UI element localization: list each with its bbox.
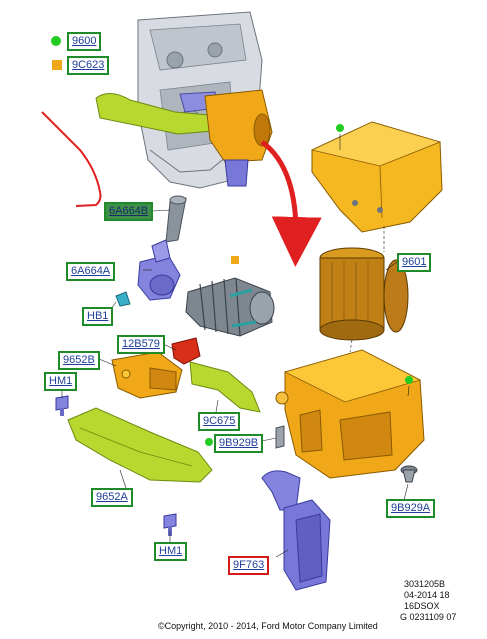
annotation-red-arrow: [260, 139, 322, 267]
leader-lines: [61, 134, 410, 558]
annotation-red-mark: [41, 111, 102, 207]
legend-code-9600[interactable]: 9600: [67, 32, 102, 51]
footer-copyright: ©Copyright, 2010 - 2014, Ford Motor Comp…: [158, 621, 378, 631]
footer-code: G 0231109 07: [400, 612, 457, 622]
part-9B929B: [275, 425, 285, 449]
part-9F763: [261, 470, 331, 591]
air-cleaner-lower-housing: [275, 349, 425, 479]
footer-id: 3031205B: [404, 579, 446, 589]
part-12B579: [171, 337, 201, 365]
label-9652B[interactable]: 9652B: [58, 351, 100, 370]
part-9652A: [67, 407, 213, 483]
part-9B929A: [400, 465, 418, 483]
part-9652B: [111, 351, 183, 399]
label-9C675[interactable]: 9C675: [198, 412, 241, 431]
part-9C675: [189, 361, 261, 413]
air-cleaner-on-engine: [204, 89, 273, 187]
legend-circle-marker: [51, 36, 61, 46]
green-dot: [205, 438, 213, 446]
legend-code-9C623[interactable]: 9C623: [67, 56, 110, 75]
label-9601[interactable]: 9601: [397, 253, 432, 272]
label-9B929B[interactable]: 9B929B: [214, 434, 264, 453]
green-dot: [405, 376, 413, 384]
label-9652A[interactable]: 9652A: [91, 488, 133, 507]
label-HB1[interactable]: HB1: [82, 307, 114, 326]
label-12B579[interactable]: 12B579: [117, 335, 165, 354]
intake-tube-upper: [95, 93, 225, 135]
label-6A664B[interactable]: 6A664B: [104, 202, 154, 221]
legend-square-marker: [52, 60, 62, 70]
part-6A664A: [137, 239, 181, 301]
air-cleaner-cover: [310, 121, 443, 233]
air-filter-element: [319, 247, 409, 341]
label-HM1-upper[interactable]: HM1: [44, 372, 78, 391]
part-6A664B: [165, 195, 187, 243]
orange-marker-dot: [231, 256, 239, 264]
part-HB1-clip: [115, 291, 131, 307]
green-dot: [336, 124, 344, 132]
label-HM1-lower[interactable]: HM1: [154, 542, 188, 561]
footer-engine: 16DSOX: [404, 601, 440, 611]
label-9F763[interactable]: 9F763: [228, 556, 270, 575]
label-9B929A[interactable]: 9B929A: [386, 499, 436, 518]
part-HM1-bolt-upper: [55, 395, 69, 416]
footer-date: 04-2014 18: [404, 590, 450, 600]
corrugated-hose: [185, 277, 275, 337]
label-6A664A[interactable]: 6A664A: [66, 262, 116, 281]
